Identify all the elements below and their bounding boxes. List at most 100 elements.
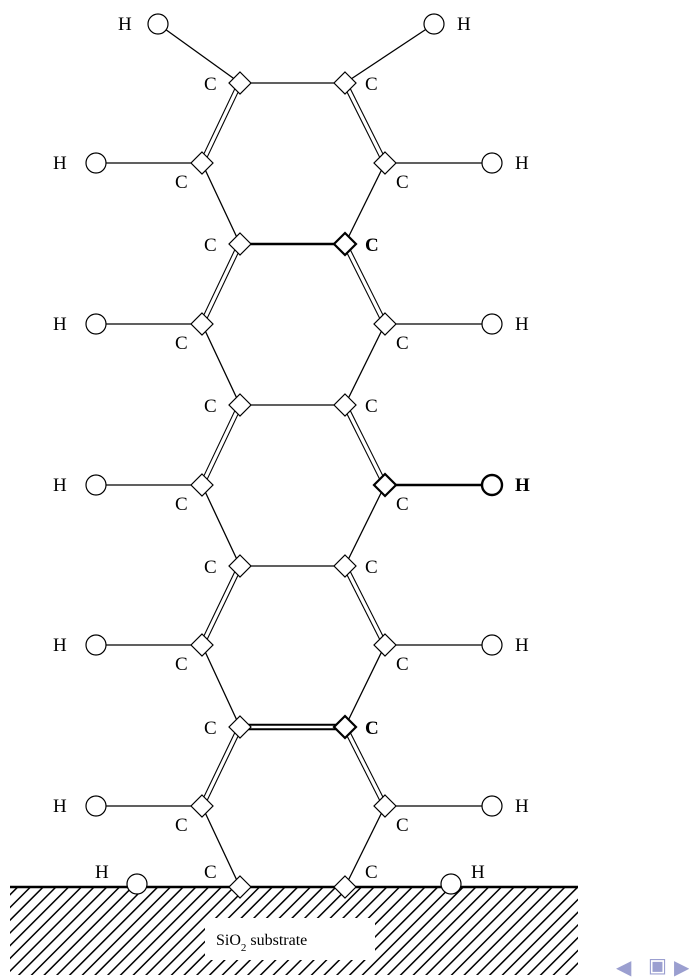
hydrogen-atom [440,873,462,895]
hydrogen-label: H [118,14,132,35]
carbon-label: C [365,396,378,417]
substrate-label-box [205,918,375,960]
carbon-atom [332,714,358,740]
carbon-atom [372,472,398,498]
hydrogen-label: H [457,14,471,35]
hydrogen-atom [481,313,503,335]
nav-controls[interactable]: ◀ ▣ ▶ [616,953,689,978]
hydrogen-atom [85,795,107,817]
hydrogen-label: H [95,862,109,883]
edge-single-bond-right [344,162,386,245]
carbon-atom [190,794,214,818]
carbon-atom [190,312,214,336]
hydrogen-label: H [53,314,67,335]
hydrogen-atom [85,152,107,174]
carbon-atom [228,715,252,739]
hydrogen-label: H [515,635,529,656]
carbon-atom [228,71,252,95]
carbon-label: C [204,396,217,417]
hydrogen-label: H [515,153,529,174]
carbon-label: C [175,654,188,675]
carbon-atom [373,633,397,657]
carbon-label: C [396,172,409,193]
edge-double-bond-left [199,403,243,487]
carbon-label: C [365,557,378,578]
hydrogen-label: H [515,796,529,817]
nav-doc-icon[interactable]: ▣ [648,953,667,977]
carbon-label: C [396,815,409,836]
edge-double-bond-left [199,564,243,647]
carbon-atom [373,312,397,336]
carbon-label: C [365,718,379,739]
nav-prev-icon[interactable]: ◀ [616,955,632,978]
hydrogen-label: H [53,153,67,174]
carbon-label: C [204,235,217,256]
carbon-atom [190,151,214,175]
hydrogen-label: H [515,314,529,335]
carbon-atom [333,875,357,899]
c-h-bond [157,23,241,84]
carbon-atom [333,393,357,417]
nav-next-icon[interactable]: ▶ [674,955,689,978]
edge-double-bond-right [342,242,388,326]
hydrogen-atom [480,473,504,497]
hydrogen-label: H [53,475,67,496]
carbon-atom [228,875,252,899]
hydrogen-atom [85,634,107,656]
carbon-label: C [204,862,217,883]
edge-double-bond-left [199,81,243,165]
edge-double-bond-right [342,725,388,808]
edge-single-bond-left [201,162,241,245]
edge-single-bond-right [344,805,386,888]
edge-single-bond-left [201,484,241,567]
carbon-label: C [396,494,409,515]
hydrogen-atom [85,313,107,335]
edge-double-bond-left [199,242,243,326]
hydrogen-label: H [471,862,485,883]
edge-double-bond-right [342,564,388,647]
c-h-bond [344,23,435,84]
carbon-atom [228,393,252,417]
hydrogen-atom [481,152,503,174]
carbon-label: C [204,718,217,739]
carbon-label: C [365,862,378,883]
hydrogen-atom [423,13,445,35]
hydrogen-atom [481,634,503,656]
hydrogen-label: H [53,796,67,817]
carbon-label: C [396,333,409,354]
carbon-atom [333,71,357,95]
edge-double-bond-right [342,81,388,165]
carbon-label: C [365,74,378,95]
c-c-rung-double [240,723,345,731]
carbon-label: C [204,74,217,95]
hydrogen-atom [147,13,169,35]
edge-single-bond-left [201,323,241,406]
carbon-atom [373,794,397,818]
carbon-label: C [175,815,188,836]
carbon-label: C [365,235,379,256]
carbon-label: C [204,557,217,578]
carbon-atom [228,232,252,256]
edge-single-bond-right [344,644,386,728]
carbon-atom [373,151,397,175]
hydrogen-label: H [515,475,530,496]
carbon-atom [332,231,358,257]
carbon-label: C [175,494,188,515]
bonds-layer [96,23,492,888]
hydrogen-label: H [53,635,67,656]
edge-single-bond-right [344,484,386,567]
carbon-atom [333,554,357,578]
hydrogen-atom [481,795,503,817]
carbon-label: C [175,172,188,193]
carbon-atom [190,633,214,657]
carbon-atom [228,554,252,578]
hydrogen-atom [126,873,148,895]
hydrogen-atom [85,474,107,496]
carbon-label: C [175,333,188,354]
carbon-atom [190,473,214,497]
edge-single-bond-left [201,805,241,888]
edge-double-bond-right [342,403,388,487]
edge-double-bond-left [199,725,243,808]
